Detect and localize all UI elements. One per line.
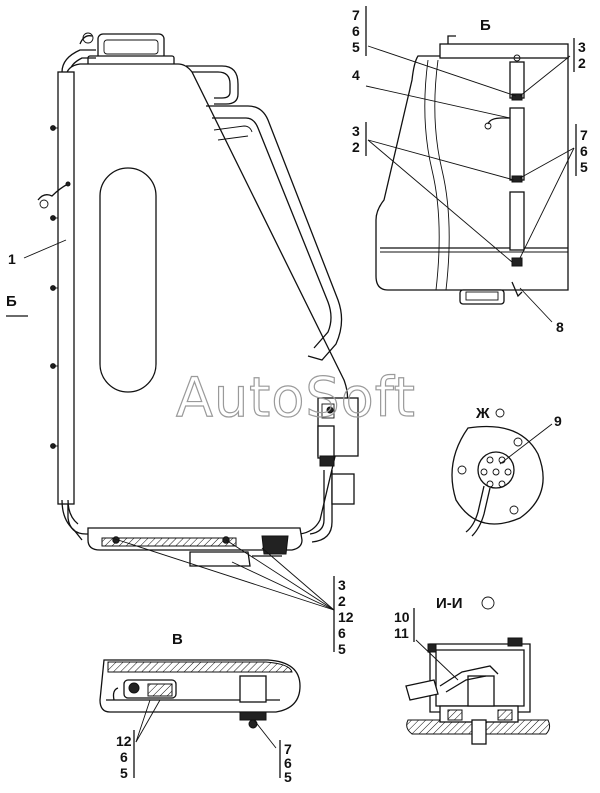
callout-v-right-5: 5: [284, 769, 292, 785]
callout-1: 1: [8, 251, 16, 267]
callout-9: 9: [554, 413, 562, 429]
callout-ii-11: 11: [394, 625, 409, 641]
callout-bottom-12: 12: [338, 609, 354, 625]
callout-4: 4: [352, 67, 360, 83]
callout-v-right-7: 7: [284, 741, 292, 757]
callout-v-left-6: 6: [120, 749, 128, 765]
view-v-title: В: [172, 631, 183, 648]
callout-mid-right-5: 5: [580, 159, 588, 175]
callout-8: 8: [556, 319, 564, 335]
view-b-title: Б: [480, 17, 491, 34]
callout-top-left-6: 6: [352, 23, 360, 39]
callout-v-right-6: 6: [284, 755, 292, 771]
callout-bars: [133, 6, 577, 778]
callout-bottom-5: 5: [338, 641, 346, 657]
callout-bottom-3: 3: [338, 577, 346, 593]
callout-mid-right-6: 6: [580, 143, 588, 159]
view-ii-circle-icon: [481, 596, 495, 610]
callout-top-right-3: 3: [578, 39, 586, 55]
callout-top-left-5: 5: [352, 39, 360, 55]
fuel-tank-main-view: [37, 32, 359, 567]
callout-mid-right-7: 7: [580, 127, 588, 143]
callout-v-left-5: 5: [120, 765, 128, 781]
view-ii-title: И-И: [436, 595, 463, 612]
view-zh-title: Ж: [475, 405, 490, 422]
view-v-detail: [99, 659, 301, 749]
leaders-view-b: [365, 45, 575, 323]
view-zh-circle-icon: [495, 408, 505, 418]
callout-v-left-12: 12: [116, 733, 132, 749]
view-b-detail: [375, 35, 569, 305]
callout-bottom-6: 6: [338, 625, 346, 641]
watermark-text: AutoSoft: [176, 366, 416, 429]
view-ii-detail: [405, 637, 551, 745]
callout-top-right-2: 2: [578, 55, 586, 71]
callout-top-left-7: 7: [352, 7, 360, 23]
callout-mid-left-2: 2: [352, 139, 360, 155]
leaders-main: [23, 239, 335, 611]
callout-mid-left-3: 3: [352, 123, 360, 139]
view-arrow-b-label: Б: [6, 293, 17, 310]
callout-bottom-2: 2: [338, 593, 346, 609]
view-zh-detail: [451, 423, 553, 537]
callout-ii-10: 10: [394, 609, 410, 625]
